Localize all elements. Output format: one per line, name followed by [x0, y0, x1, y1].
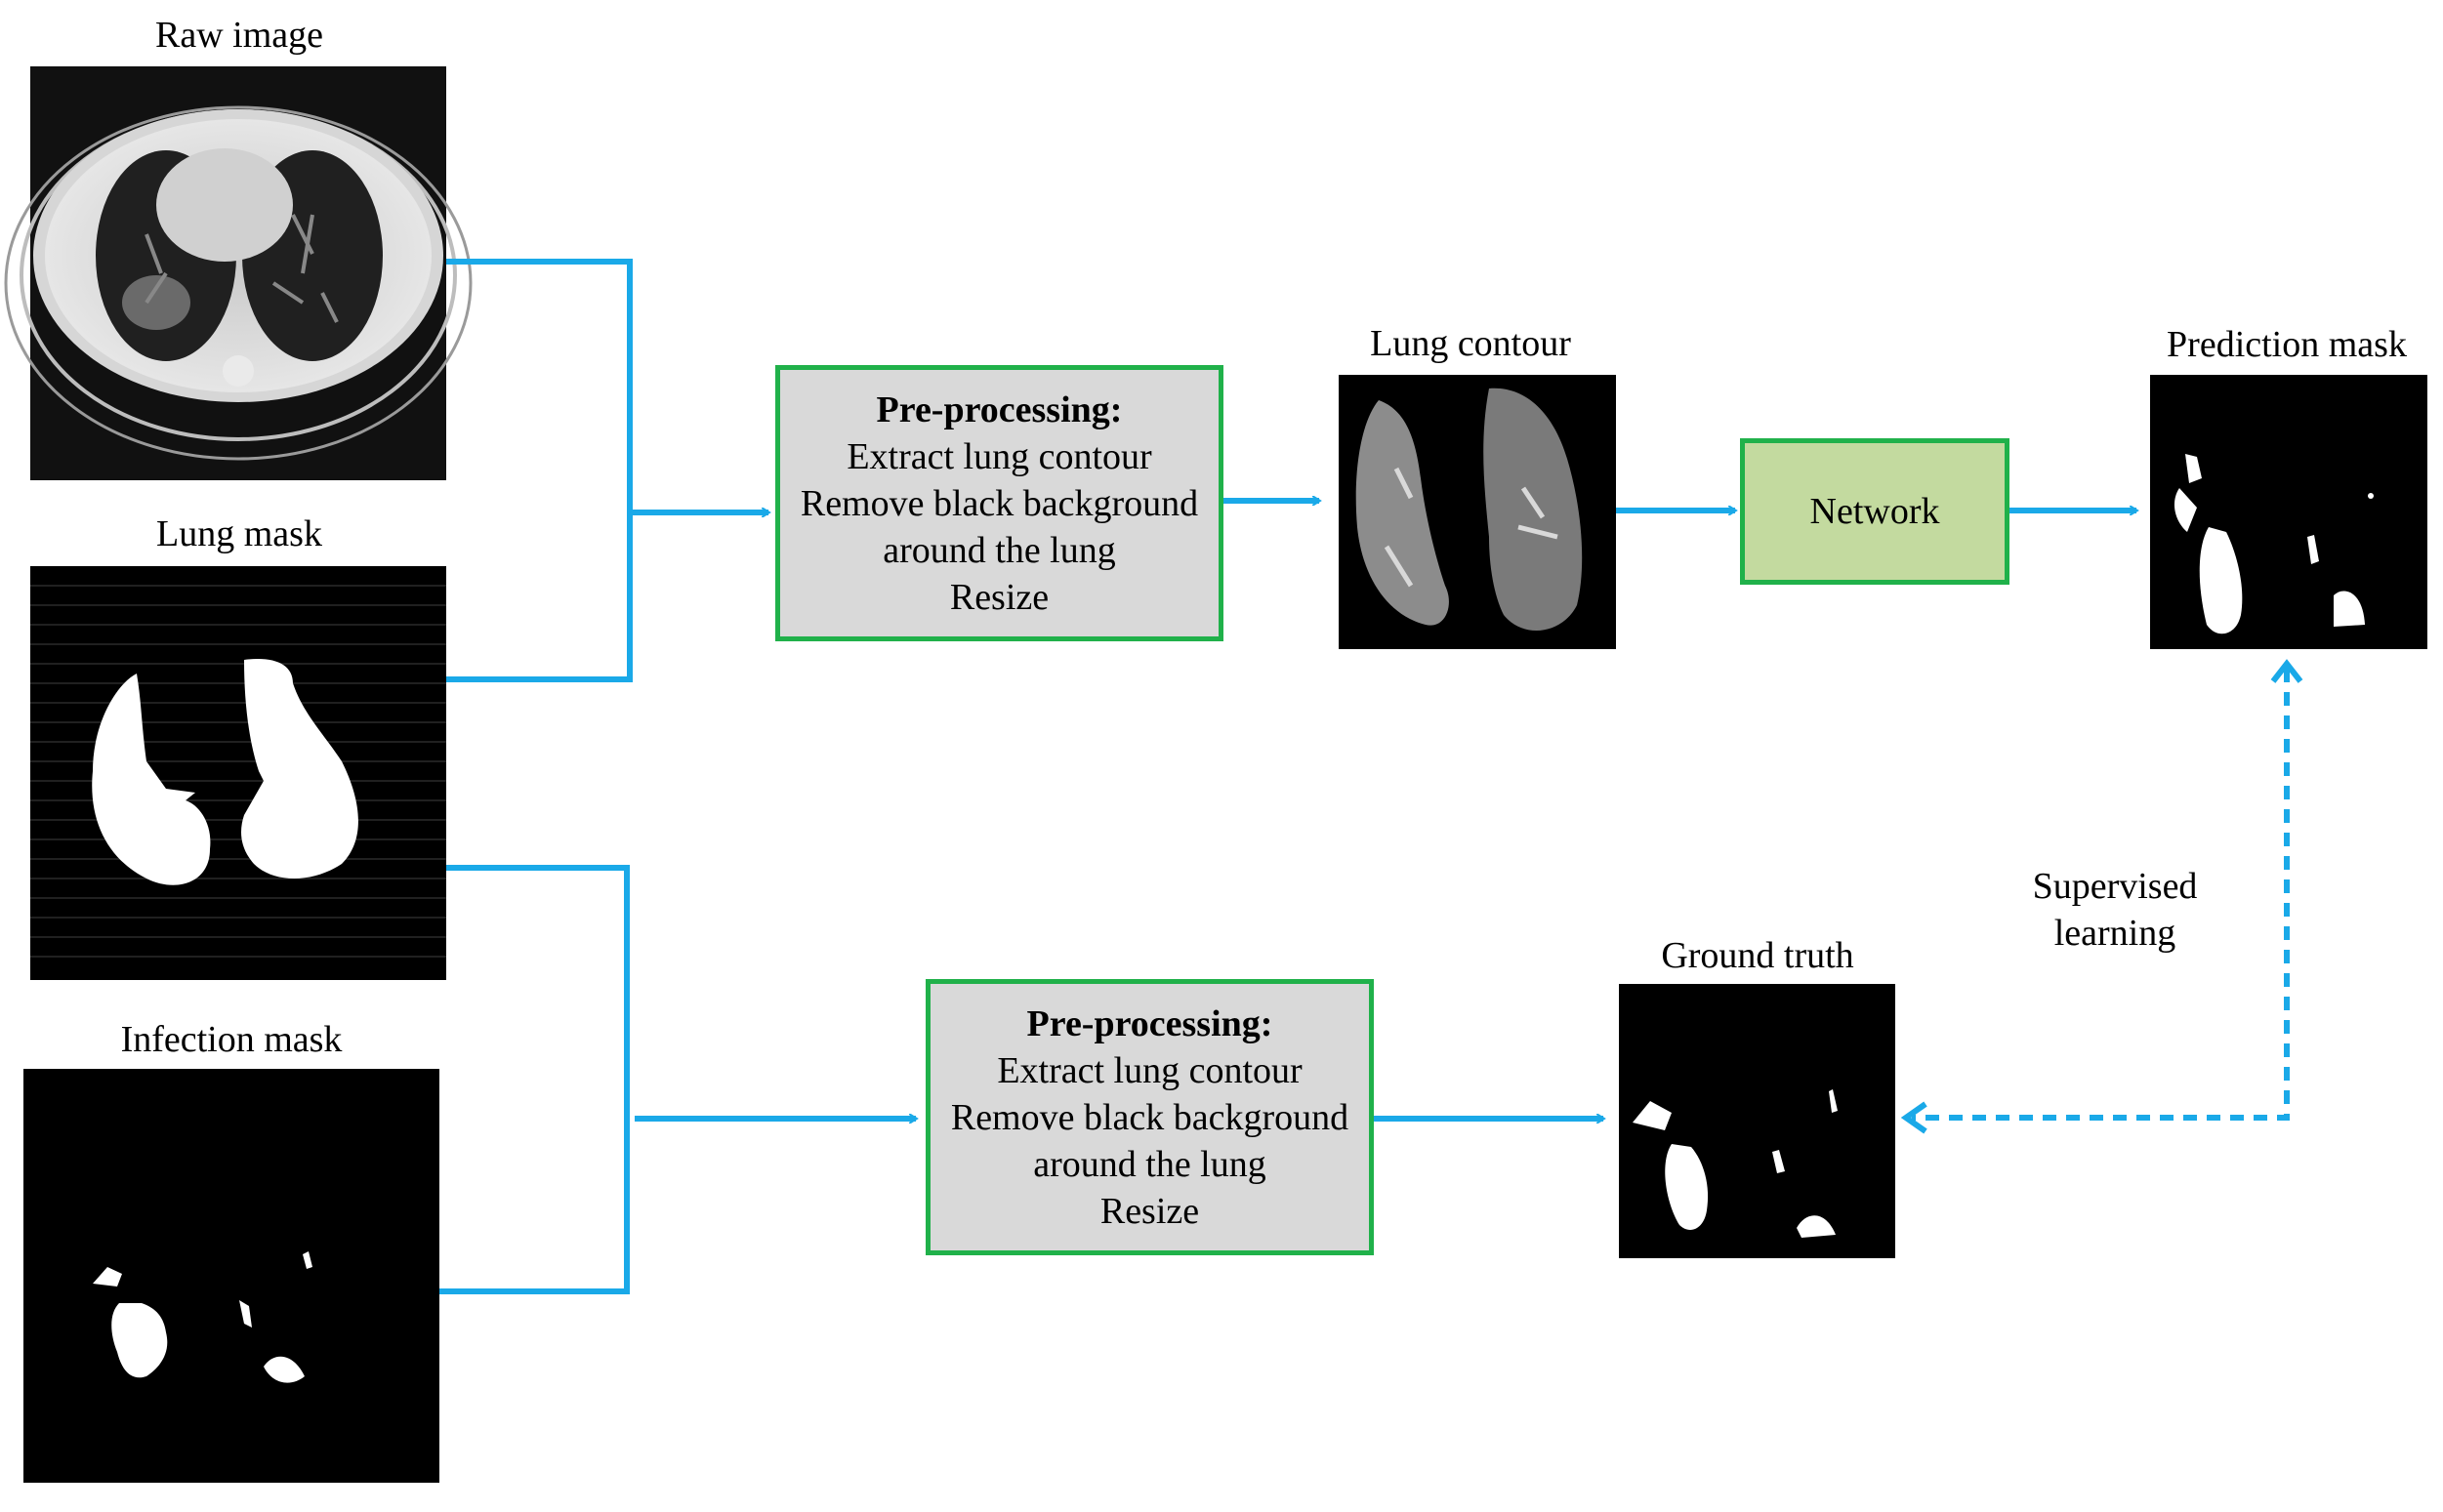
- prediction-mask-caption: Prediction mask: [2167, 324, 2407, 365]
- preprocess-step: around the lung: [1033, 1143, 1266, 1185]
- preprocess-box-top: Pre-processing: Extract lung contour Rem…: [775, 365, 1223, 641]
- network-label: Network: [1809, 491, 1940, 532]
- ground-truth-image: [1619, 984, 1895, 1258]
- dashed-arrowhead-left: [1900, 1101, 1927, 1134]
- supervision-dashed-line: [1912, 669, 2290, 1121]
- preprocess-box-bottom: Pre-processing: Extract lung contour Rem…: [926, 979, 1374, 1255]
- infection-mask-image: [23, 1069, 439, 1483]
- network-box: Network: [1740, 438, 2009, 585]
- preprocess-step: Resize: [1099, 1190, 1200, 1232]
- mask-to-junction-line: [439, 865, 630, 1294]
- connector-lines: [439, 259, 2136, 1294]
- preprocess-step: Remove black background: [800, 482, 1199, 524]
- supervised-line-2: learning: [2053, 913, 2176, 954]
- preprocess-step: around the lung: [883, 529, 1116, 571]
- raw-ct-image: [4, 66, 473, 480]
- preprocess-step: Resize: [949, 576, 1050, 618]
- preprocess-step: Remove black background: [950, 1096, 1349, 1138]
- prediction-mask-image: [2150, 375, 2427, 649]
- lung-mask-image: [30, 566, 446, 980]
- lung-contour-caption: Lung contour: [1370, 323, 1571, 364]
- preprocess-title: Pre-processing:: [1026, 1002, 1273, 1044]
- ground-truth-caption: Ground truth: [1661, 935, 1854, 976]
- raw-to-junction-line: [446, 259, 633, 682]
- dashed-arrowhead-up: [2270, 659, 2303, 683]
- supervised-line-1: Supervised: [2032, 866, 2198, 907]
- supervised-learning-label: Supervised learning: [2033, 863, 2198, 957]
- raw-image-caption: Raw image: [154, 15, 324, 56]
- preprocess-title: Pre-processing:: [876, 388, 1123, 430]
- preprocess-step: Extract lung contour: [997, 1049, 1303, 1091]
- lung-contour-image: [1339, 375, 1616, 649]
- infection-mask-caption: Infection mask: [120, 1019, 343, 1060]
- lung-mask-caption: Lung mask: [156, 513, 322, 554]
- preprocess-step: Extract lung contour: [847, 435, 1152, 477]
